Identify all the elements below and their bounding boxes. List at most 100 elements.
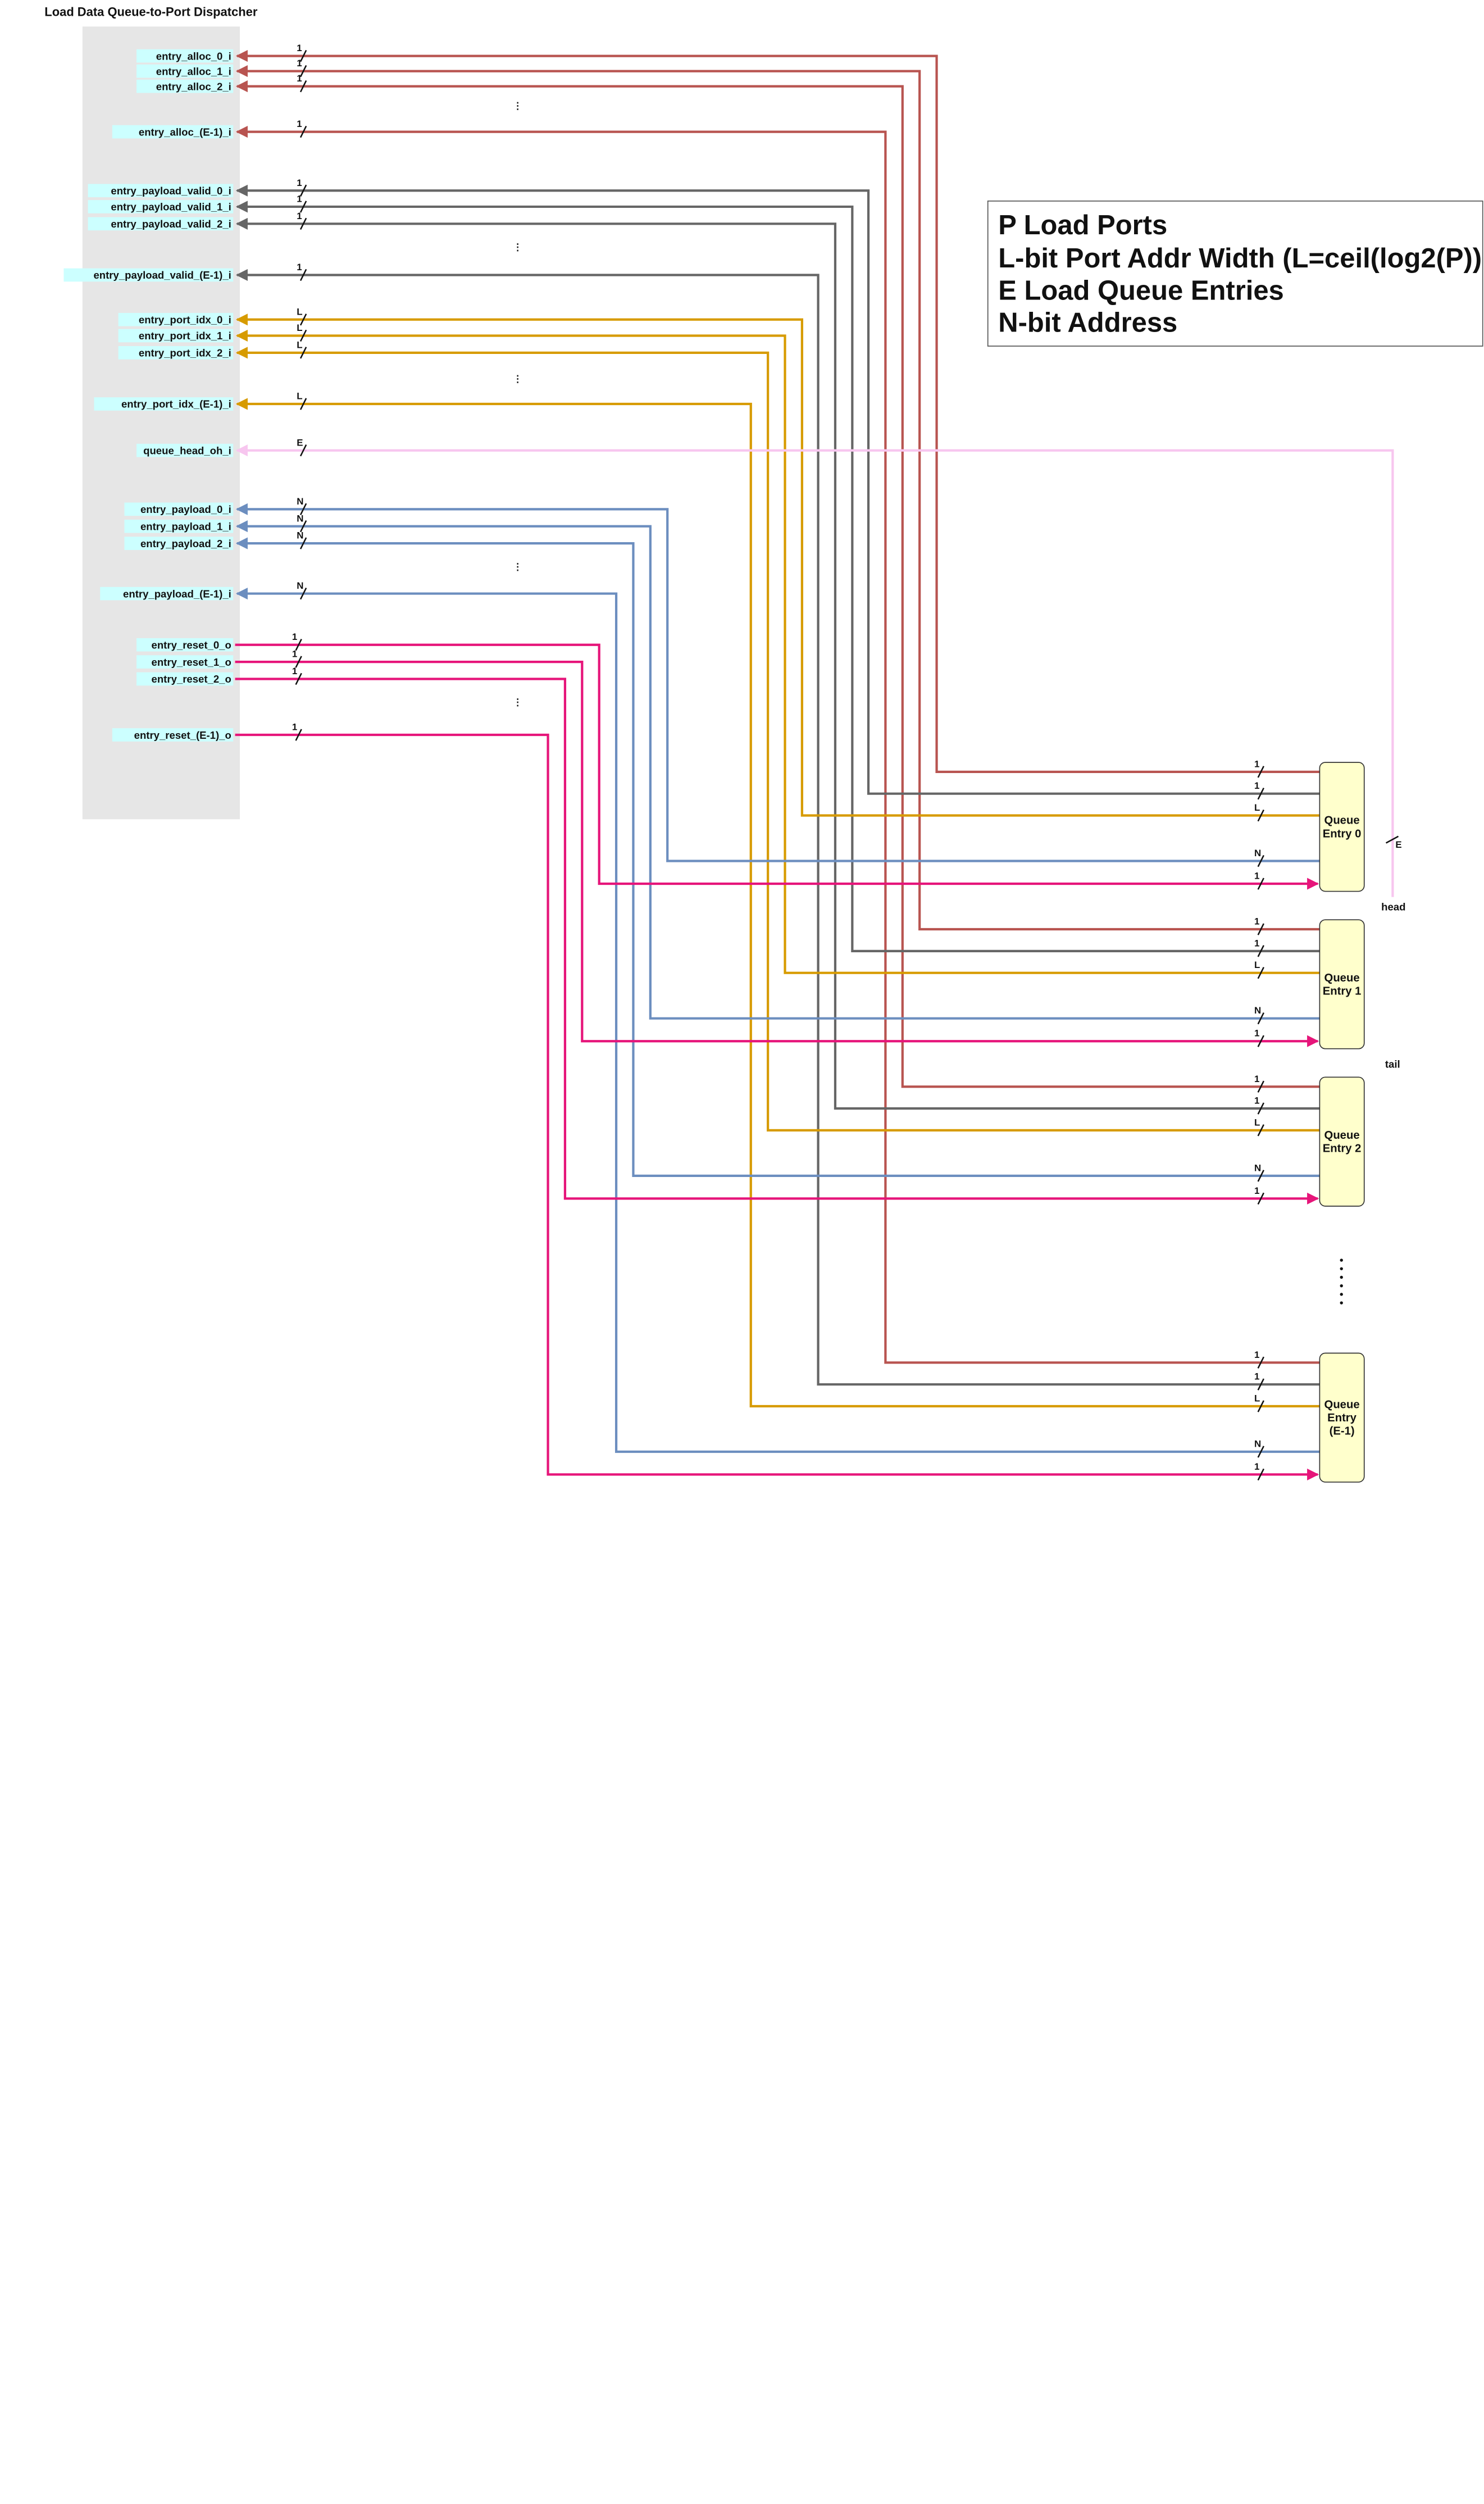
wire-entry_port_idx_1_i-left-width-label: L	[297, 322, 302, 333]
port-label-bg	[112, 125, 234, 139]
wire-entry_alloc_0_i-right-width-label: 1	[1254, 758, 1259, 769]
wire-entry_port_idx_1_i-right-width-slash	[1257, 966, 1264, 979]
wire-entry_port_idx_0_i-right-width-slash	[1257, 809, 1264, 822]
port-label-entry_payload_valid_(E-1)_i: entry_payload_valid_(E-1)_i	[93, 269, 231, 281]
wire-entry_alloc_2_i	[235, 80, 1320, 1088]
queue-entry-1-label: Entry 1	[1323, 985, 1362, 998]
queue-entry-3-label: Entry	[1327, 1412, 1357, 1424]
wire-entry_port_idx_0_i-left-width-slash	[299, 313, 307, 326]
wire-entry_payload_valid_1_i-left-width-label: 1	[297, 194, 302, 204]
wire-entry_alloc_1_i-left-width-label: 1	[297, 58, 302, 69]
port-label-entry_reset_0_o: entry_reset_0_o	[152, 639, 231, 651]
wire-entry_payload_1_i-left-width-label: N	[297, 513, 303, 524]
port-label-entry_payload_valid_2_i: entry_payload_valid_2_i	[111, 218, 231, 230]
wire-entry_reset_1_o-left-width-label: 1	[292, 649, 297, 660]
wire-entry_payload_0_i-right-width-label: N	[1254, 848, 1261, 858]
wire-entry_alloc_2_i-left-width-label: 1	[297, 73, 302, 84]
entries-ellipsis-dot	[1340, 1284, 1343, 1288]
wire-entry_port_idx_2_i-right-width-slash	[1257, 1124, 1264, 1137]
port-label-bg	[124, 537, 234, 550]
port-label-entry_payload_0_i: entry_payload_0_i	[140, 503, 231, 515]
queue-entry-2	[1319, 1076, 1365, 1207]
wire-entry_payload_(E-1)_i-right-width-slash	[1257, 1446, 1264, 1458]
wire-entry_payload_valid_0_i	[235, 184, 1320, 795]
wire-entry_alloc_0_i-right-width-slash	[1257, 766, 1264, 778]
port-label-entry_alloc_0_i: entry_alloc_0_i	[156, 50, 231, 62]
wire-entry_reset_1_o-right-width-label: 1	[1254, 1028, 1259, 1039]
legend-line-ports: P Load Ports	[998, 210, 1167, 240]
wire-entry_alloc_1_i-right-width-label: 1	[1254, 916, 1259, 927]
wire-entry_payload_2_i	[235, 537, 1320, 1177]
port-label-bg	[88, 184, 234, 198]
wire-entry_payload_0_i-left-width-label: N	[297, 496, 303, 507]
queue-entry-0	[1319, 762, 1365, 892]
entries-ellipsis-dot	[1340, 1275, 1343, 1279]
wire-entry_reset_2_o-left-width-label: 1	[292, 666, 297, 676]
wire-entry_port_idx_0_i-right-width-label: L	[1254, 802, 1260, 813]
wire-entry_reset_0_o-right-width-label: 1	[1254, 871, 1259, 881]
wire-entry_port_idx_(E-1)_i-right-width-slash	[1257, 1400, 1264, 1412]
wire-entry_alloc_(E-1)_i-right-width-slash	[1257, 1356, 1264, 1369]
queue-entry-2-label: Entry 2	[1323, 1143, 1362, 1155]
wire-entry_payload_valid_2_i-left-width-slash	[299, 217, 307, 230]
wire-entry_alloc_1_i-left-width-slash	[299, 65, 307, 78]
wire-entry_alloc_0_i-left-width-label: 1	[297, 43, 302, 53]
wire-entry_alloc_1_i	[235, 65, 1320, 931]
wire-entry_payload_2_i-right-width-label: N	[1254, 1162, 1261, 1173]
wire-entry_payload_valid_1_i-right-width-slash	[1257, 945, 1264, 957]
wire-entry_payload_valid_2_i	[235, 217, 1320, 1110]
port-label-bg	[136, 49, 234, 63]
port-label-entry_payload_(E-1)_i: entry_payload_(E-1)_i	[123, 588, 231, 599]
wire-entry_reset_0_o-left-width-label: 1	[292, 631, 297, 642]
wire-entry_reset_(E-1)_o	[235, 733, 1319, 1481]
wire-entry_port_idx_(E-1)_i-left-width-label: L	[297, 391, 302, 402]
wire-layer: 11111111⋮11111111⋮LLLLLLLL⋮NNNNNNNN⋮1111…	[235, 43, 1402, 1481]
port-label-bg	[136, 79, 234, 93]
wire-queue_head_oh_i	[235, 444, 1394, 897]
wire-entry_payload_(E-1)_i-left-width-label: N	[297, 580, 303, 591]
wire-entry_payload_0_i	[235, 503, 1320, 862]
wire-entry_payload_valid_(E-1)_i-left-width-label: 1	[297, 262, 302, 272]
wire-entry_reset_(E-1)_o-right-width-slash	[1257, 1468, 1264, 1481]
wire-entry_alloc_0_i-left-width-slash	[299, 49, 307, 62]
wire-queue_head_oh_i-left-width-slash	[299, 444, 307, 457]
wire-entry_reset_(E-1)_o-right-width-label: 1	[1254, 1461, 1259, 1472]
port-label-entry_payload_1_i: entry_payload_1_i	[140, 520, 231, 532]
legend-line-port-width: L-bit Port Addr Width (L=ceil(log2(P))	[998, 243, 1482, 274]
wire-entry_port_idx_2_i-right-width-label: L	[1254, 1117, 1260, 1128]
port-label-bg	[88, 200, 234, 213]
port-label-entry_reset_2_o: entry_reset_2_o	[152, 673, 231, 685]
wire-entry_payload_valid_1_i-left-width-slash	[299, 201, 307, 213]
head-width-slash	[1385, 835, 1399, 844]
wire-entry_reset_1_o-right-width-slash	[1257, 1035, 1264, 1047]
wire-entry_port_idx_0_i-left-width-label: L	[297, 306, 302, 317]
port-label-bg	[88, 217, 234, 231]
wire-entry_payload_valid_0_i-left-width-label: 1	[297, 178, 302, 188]
wire-entry_payload_0_i-left-width-slash	[299, 503, 307, 516]
wire-entry_port_idx_0_i	[235, 313, 1320, 817]
wire-entry_alloc_(E-1)_i	[235, 126, 1320, 1364]
queue-entry-3-label: (E-1)	[1330, 1425, 1355, 1438]
wire-entry_alloc_2_i-right-width-label: 1	[1254, 1074, 1259, 1084]
wire-entry_reset_1_o	[235, 660, 1319, 1047]
port-label-bg	[136, 64, 234, 78]
wire-entry_payload_(E-1)_i-right-width-label: N	[1254, 1439, 1261, 1449]
payload_valid-ellipsis: ⋮	[513, 242, 522, 253]
port-label-bg	[118, 329, 234, 343]
port-label-entry_alloc_(E-1)_i: entry_alloc_(E-1)_i	[139, 126, 231, 138]
legend-box: P Load Ports L-bit Port Addr Width (L=ce…	[987, 200, 1483, 347]
diagram-title: Load Data Queue-to-Port Dispatcher	[44, 5, 258, 19]
port-label-entry_alloc_1_i: entry_alloc_1_i	[156, 65, 231, 77]
port-label-bg	[112, 728, 234, 742]
reset-ellipsis: ⋮	[513, 697, 522, 708]
wire-entry_reset_0_o-right-width-slash	[1257, 878, 1264, 890]
wire-entry_payload_valid_(E-1)_i-left-width-slash	[299, 269, 307, 281]
queue-entry-0-label: Queue	[1324, 815, 1360, 827]
wire-entry_alloc_2_i-right-width-slash	[1257, 1080, 1264, 1093]
port-label-bg	[118, 346, 234, 360]
wire-entry_payload_2_i-left-width-label: N	[297, 530, 303, 541]
wire-entry_alloc_2_i-left-width-slash	[299, 80, 307, 93]
legend-line-address: N-bit Address	[998, 308, 1177, 338]
port-label-bg	[136, 655, 234, 669]
